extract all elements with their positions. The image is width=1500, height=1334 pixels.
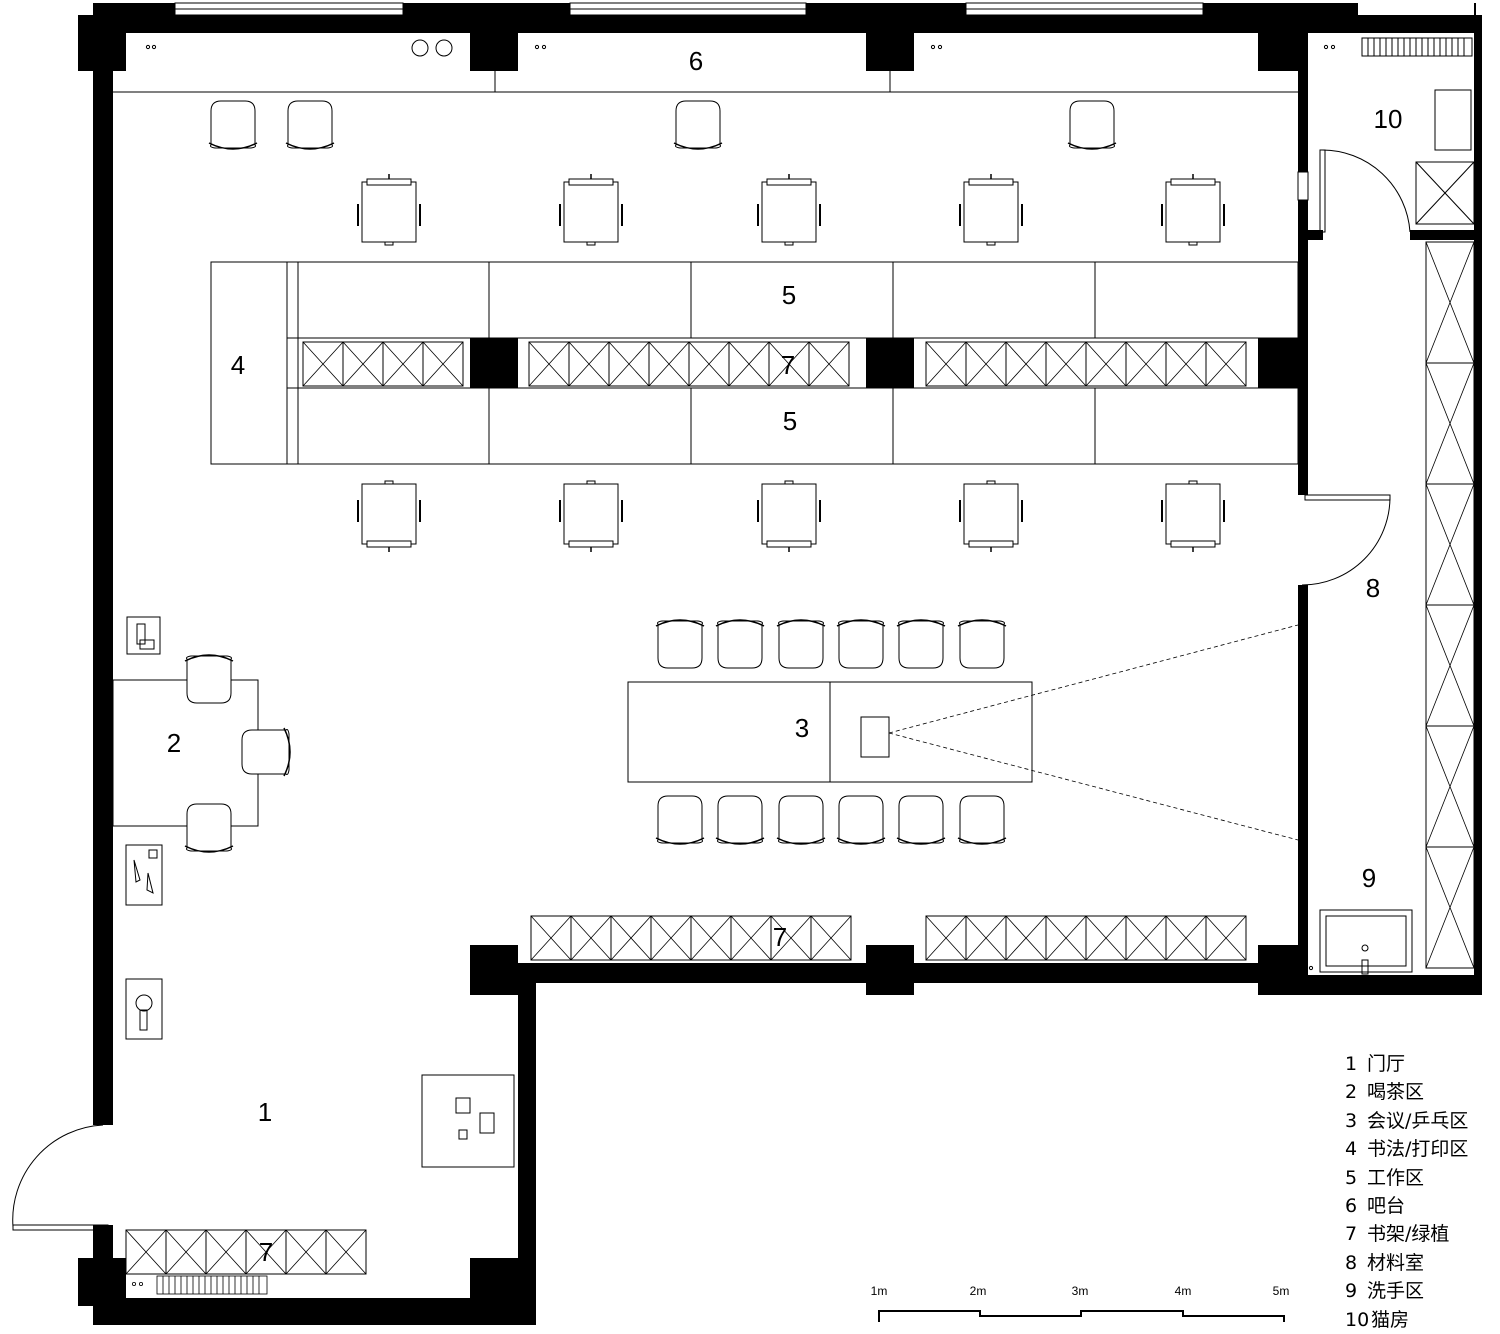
- label-shelf-lobby: 7: [259, 1237, 273, 1267]
- scale-bar: 1m 2m 3m 4m 5m: [871, 1284, 1290, 1322]
- bar-stools: [208, 100, 1117, 150]
- scale-label-1m: 1m: [871, 1284, 888, 1298]
- label-cat-room: 10: [1374, 104, 1403, 134]
- wash-basin: [1308, 909, 1413, 975]
- label-work-bottom: 5: [783, 406, 797, 436]
- radiator-lobby: [131, 1275, 268, 1295]
- label-tea-area: 2: [167, 728, 181, 758]
- scale-label-3m: 3m: [1072, 1284, 1089, 1298]
- label-shelf-middle: 7: [781, 350, 795, 380]
- label-wash: 9: [1362, 863, 1376, 893]
- room-labels: 1 2 3 4 5 5 6 7 7 7 8 9 10: [167, 46, 1403, 1267]
- material-shelf: [1425, 241, 1475, 969]
- scale-label-2m: 2m: [970, 1284, 987, 1298]
- label-material: 8: [1366, 573, 1380, 603]
- shelf-middle: [302, 341, 1247, 387]
- legend-item: 10猫房: [1345, 1308, 1410, 1331]
- bar-counter: [113, 39, 1336, 93]
- label-shelf-bottom: 7: [773, 922, 787, 952]
- scale-label-4m: 4m: [1175, 1284, 1192, 1298]
- side-objects: [125, 616, 515, 1168]
- meeting-chairs: [655, 619, 1007, 845]
- work-desks: [210, 261, 1299, 465]
- label-work-top: 5: [782, 280, 796, 310]
- scale-label-5m: 5m: [1273, 1284, 1290, 1298]
- walls: [78, 2, 1482, 1325]
- label-meeting: 3: [795, 713, 809, 743]
- label-calligraphy: 4: [231, 350, 245, 380]
- work-chairs-top: [357, 173, 1225, 246]
- label-lobby: 1: [258, 1097, 272, 1127]
- work-chairs-bottom: [357, 480, 1225, 553]
- cat-room-furniture: [1361, 37, 1475, 225]
- label-bar: 6: [689, 46, 703, 76]
- shelf-lobby: [125, 1229, 367, 1275]
- doors: [12, 149, 1411, 1231]
- tea-table: [112, 679, 259, 827]
- meeting-table: [627, 624, 1299, 841]
- tea-chairs: [184, 654, 291, 853]
